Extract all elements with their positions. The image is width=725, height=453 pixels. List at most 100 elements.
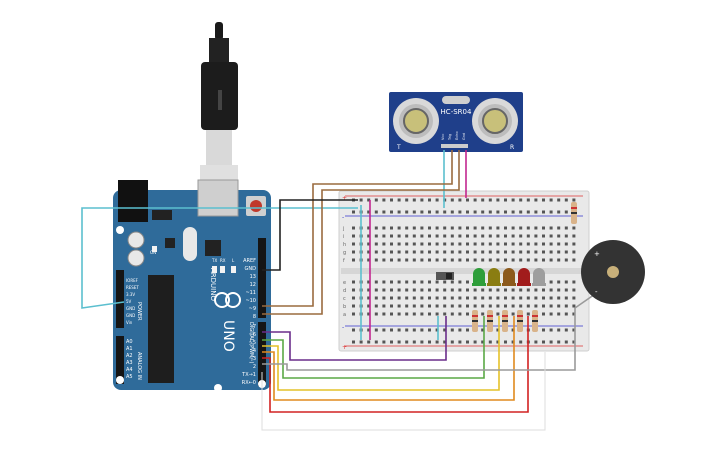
pin-label: 5V bbox=[126, 299, 132, 304]
resistor[interactable] bbox=[502, 310, 508, 332]
svg-text:e: e bbox=[343, 280, 346, 286]
wire-trig bbox=[262, 150, 453, 307]
svg-text:Echo: Echo bbox=[455, 132, 459, 141]
capacitor bbox=[127, 249, 145, 267]
l-label: L bbox=[232, 258, 235, 263]
pin-label: 13 bbox=[250, 274, 256, 280]
pin-label: TX→1 bbox=[241, 372, 256, 378]
pin-label: 12 bbox=[250, 282, 256, 288]
resistor[interactable] bbox=[517, 310, 523, 332]
sensor-label: HC-SR04 bbox=[441, 108, 472, 116]
pin-label: A4 bbox=[126, 367, 133, 373]
led[interactable] bbox=[487, 268, 501, 286]
svg-text:c: c bbox=[343, 296, 346, 302]
pin-label: ~10 bbox=[245, 298, 256, 304]
sensor-crystal bbox=[442, 96, 470, 104]
power-label: POWER bbox=[136, 302, 142, 321]
digital-label: DIGITAL (PWM~) bbox=[248, 322, 254, 364]
usb-port bbox=[197, 179, 239, 217]
pin-label: Vin bbox=[126, 320, 133, 325]
pin-label: A3 bbox=[126, 360, 133, 366]
resistor[interactable] bbox=[532, 310, 538, 332]
svg-text:Trig: Trig bbox=[448, 134, 452, 141]
pin-label: RX←0 bbox=[242, 380, 256, 386]
digital-header-bottom[interactable] bbox=[258, 322, 266, 386]
wire-5v bbox=[81, 207, 358, 309]
sensor-pin-labels: Vcc Trig Echo Gnd bbox=[441, 132, 466, 142]
wire-gnd bbox=[262, 199, 358, 271]
led[interactable] bbox=[502, 268, 516, 286]
rail-plus-label: + bbox=[342, 344, 347, 351]
pin-label: ~11 bbox=[245, 290, 256, 296]
leds[interactable] bbox=[472, 268, 546, 286]
pin-label: AREF bbox=[243, 258, 256, 264]
arduino-uno-board[interactable]: ARDUINO UNO DIGITAL (PWM~) POWER ANALOG … bbox=[113, 179, 271, 392]
pin-label: 3.3V bbox=[126, 292, 135, 297]
led[interactable] bbox=[517, 268, 531, 286]
arduino-brand: ARDUINO bbox=[209, 268, 217, 301]
pin-label: ~3 bbox=[249, 356, 256, 362]
wire-outline bbox=[261, 352, 546, 431]
wire-pin5 bbox=[262, 316, 500, 391]
pin-label: A0 bbox=[126, 339, 133, 345]
buzzer[interactable]: + - bbox=[581, 240, 645, 304]
pin-label: 2 bbox=[253, 364, 256, 370]
breadboard[interactable]: j i h g f e d c b a + - + - bbox=[338, 190, 590, 352]
svg-text:f: f bbox=[343, 258, 345, 264]
crystal bbox=[183, 227, 197, 261]
power-jack bbox=[118, 180, 148, 222]
pin-label: 7 bbox=[253, 324, 256, 330]
breadboard-row-labels: j i h g f e d c b a bbox=[342, 226, 346, 318]
pin-label: GND bbox=[126, 313, 135, 318]
usb-cable[interactable] bbox=[200, 22, 238, 200]
svg-text:b: b bbox=[343, 304, 346, 310]
digital-pin-labels-top: AREF GND 13 12 ~11 ~10 ~9 8 bbox=[243, 258, 256, 320]
resistor[interactable] bbox=[487, 310, 493, 332]
pin-label: 4 bbox=[253, 348, 256, 354]
rail-minus-label: - bbox=[342, 324, 344, 331]
arduino-model: UNO bbox=[220, 320, 236, 352]
led[interactable] bbox=[532, 268, 546, 286]
svg-text:a: a bbox=[343, 312, 346, 318]
led[interactable] bbox=[472, 268, 486, 286]
rail-minus-label: - bbox=[342, 214, 344, 221]
wire-pin4 bbox=[262, 316, 515, 401]
resistor[interactable] bbox=[571, 202, 577, 224]
pin-label: A5 bbox=[126, 374, 133, 380]
wire-pin3 bbox=[262, 316, 529, 413]
power-header[interactable] bbox=[116, 270, 124, 328]
digital-header-top[interactable] bbox=[258, 238, 266, 318]
tx-label: TX bbox=[211, 258, 217, 263]
analog-header[interactable] bbox=[116, 336, 124, 384]
buzzer-minus: - bbox=[595, 288, 598, 296]
chip bbox=[205, 240, 221, 256]
sensor-left-mark: T bbox=[396, 144, 401, 151]
svg-text:d: d bbox=[343, 288, 346, 294]
svg-text:i: i bbox=[343, 234, 344, 240]
wire-echo bbox=[262, 150, 460, 315]
pin-label: A1 bbox=[126, 346, 133, 352]
rx-label: RX bbox=[220, 258, 226, 263]
resistors[interactable] bbox=[472, 202, 577, 332]
rail-plus-label: + bbox=[342, 195, 347, 202]
analog-label: ANALOG IN bbox=[136, 352, 142, 380]
pin-label: A2 bbox=[126, 353, 133, 359]
slide-switch[interactable] bbox=[436, 272, 454, 280]
atmega-chip bbox=[148, 275, 174, 383]
svg-text:j: j bbox=[342, 226, 344, 232]
capacitor bbox=[127, 231, 145, 249]
resistor[interactable] bbox=[472, 310, 478, 332]
pin-label: ~6 bbox=[249, 332, 256, 338]
pin-label: ~5 bbox=[249, 340, 256, 346]
pin-label: 8 bbox=[253, 314, 256, 320]
ultrasonic-sensor[interactable]: HC-SR04 T R Vcc Trig Echo Gnd bbox=[389, 92, 523, 152]
wire-buzzer bbox=[574, 291, 599, 336]
power-pin-labels: IOREF RESET 3.3V 5V GND GND Vin bbox=[126, 278, 139, 325]
svg-text:h: h bbox=[343, 242, 346, 248]
svg-text:Gnd: Gnd bbox=[462, 133, 466, 140]
pin-label: GND bbox=[126, 306, 135, 311]
wire-pin7 bbox=[262, 316, 447, 361]
wires[interactable] bbox=[81, 150, 599, 431]
buzzer-plus: + bbox=[594, 250, 600, 258]
